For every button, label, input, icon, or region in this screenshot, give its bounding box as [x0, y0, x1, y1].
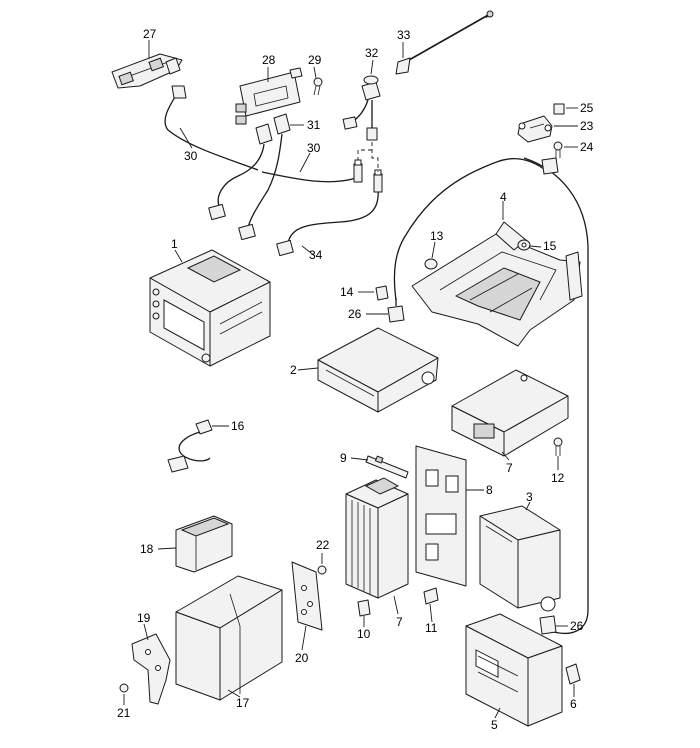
callout-12: 12: [551, 471, 565, 485]
callout-labels: 27 28 29 32 33 31 30 30 34 25 23 24 4 13…: [117, 27, 594, 732]
callout-25: 25: [580, 101, 594, 115]
part-23-sensor: [517, 115, 553, 143]
callout-30-lower: 30: [307, 141, 321, 155]
part-28-module: [235, 67, 303, 125]
part-15-nut: [517, 239, 531, 251]
part-25-clip: [553, 103, 565, 115]
cable-34: [276, 169, 383, 257]
callout-14: 14: [340, 285, 354, 299]
part-26-connector-top: [387, 298, 405, 323]
part-8-panel: [415, 445, 467, 587]
part-6-clip: [565, 663, 581, 685]
callout-21: 21: [117, 706, 131, 720]
callout-26-top: 26: [348, 307, 362, 321]
callout-26-bottom: 26: [570, 619, 584, 633]
part-12-screw: [553, 437, 563, 456]
callout-22: 22: [316, 538, 330, 552]
callout-20: 20: [295, 651, 309, 665]
cable-30-lower: [261, 159, 363, 183]
part-16-cable: [167, 419, 213, 473]
part-33-antenna: [395, 10, 494, 75]
callout-3: 3: [526, 490, 533, 504]
part-7-amplifier-upper: [451, 369, 569, 457]
part-19-bracket: [131, 633, 171, 705]
callout-19: 19: [137, 611, 151, 625]
callout-8: 8: [486, 483, 493, 497]
callout-5: 5: [491, 718, 498, 732]
callout-13: 13: [430, 229, 444, 243]
callout-33: 33: [397, 28, 411, 42]
part-21-screw: [119, 683, 129, 693]
part-17-box: [175, 575, 283, 701]
part-24-screw: [553, 141, 563, 158]
callout-16: 16: [231, 419, 245, 433]
callout-24: 24: [580, 140, 594, 154]
part-7-amplifier-lower: [345, 477, 409, 599]
part-10-clip: [357, 599, 371, 617]
part-27-bracket: [111, 53, 183, 89]
part-31-connectors: [208, 113, 291, 241]
part-29-screw: [313, 77, 323, 96]
callout-31: 31: [307, 118, 321, 132]
callout-2: 2: [290, 363, 297, 377]
part-26-connector-bottom: [539, 615, 557, 635]
cable-30-upper: [164, 85, 259, 171]
part-18-bracket: [175, 515, 233, 573]
callout-10: 10: [357, 627, 371, 641]
part-32-antenna-base: [342, 75, 381, 172]
callout-7-upper: 7: [506, 461, 513, 475]
part-13-grommet: [424, 258, 438, 270]
part-1-radio-unit: [149, 249, 271, 367]
part-14-clip: [375, 285, 389, 301]
callout-29: 29: [308, 53, 322, 67]
part-11-clip: [423, 587, 439, 605]
cable-loop-right: [393, 157, 589, 634]
callout-28: 28: [262, 53, 276, 67]
callout-23: 23: [580, 119, 594, 133]
callout-27: 27: [143, 27, 157, 41]
part-2-unit: [317, 327, 439, 413]
callout-17: 17: [236, 696, 250, 710]
callout-34: 34: [309, 248, 323, 262]
callout-6: 6: [570, 697, 577, 711]
callout-15: 15: [543, 239, 557, 253]
part-3-module: [479, 505, 561, 612]
part-20-plate: [291, 561, 323, 631]
part-22-screw: [317, 565, 327, 575]
callout-30-upper: 30: [184, 149, 198, 163]
callout-32: 32: [365, 46, 379, 60]
callout-4: 4: [500, 190, 507, 204]
part-9-strip: [365, 455, 409, 479]
part-5-cage: [465, 613, 563, 727]
callout-7-lower: 7: [396, 615, 403, 629]
callout-18: 18: [140, 542, 154, 556]
callout-9: 9: [340, 451, 347, 465]
callout-11: 11: [425, 621, 438, 635]
leader-lines: [123, 40, 578, 719]
callout-1: 1: [171, 237, 178, 251]
